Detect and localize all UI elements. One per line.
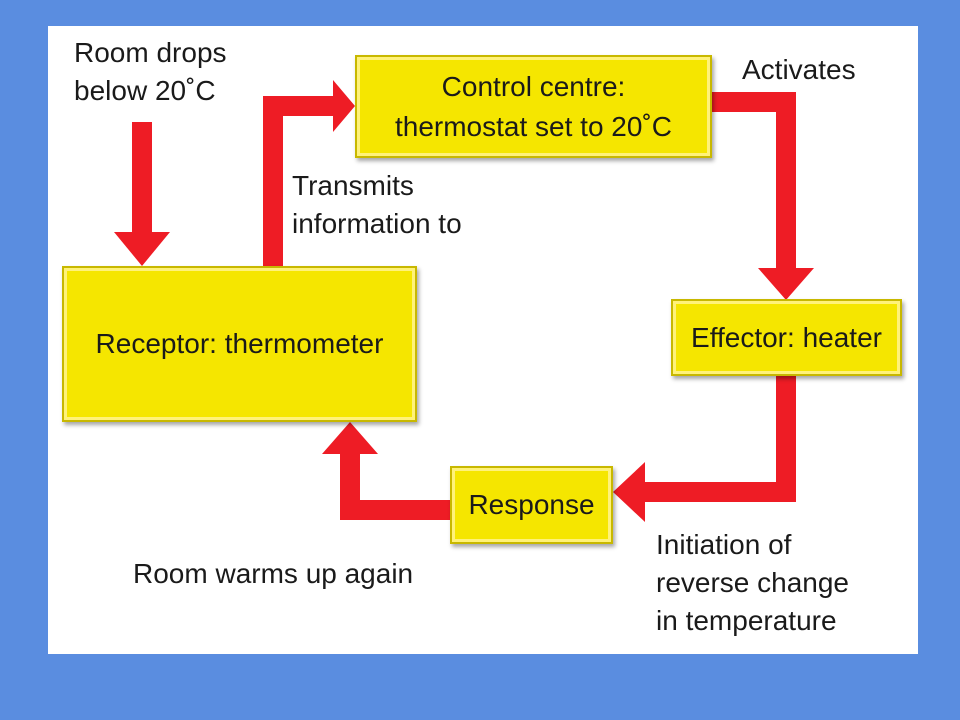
start-label: Room drops below 20˚C [74,34,227,110]
arrow-control-centre-to-effector [712,92,814,300]
warms-label: Room warms up again [133,558,414,589]
arrow-effector-to-response [613,374,796,522]
activates-label: Activates [742,54,856,85]
initiation-label-line-3: in temperature [656,605,837,637]
effector-label: Effector: heater [691,321,882,353]
transmits-label-line-2: information to [292,208,462,240]
effector-box: Effector: heater [671,299,902,376]
transmits-label-line-1: Transmits [292,170,414,201]
control-centre-line-2: thermostat set to 20˚C [394,110,672,142]
arrow-receptor-to-control-centre [263,80,355,268]
start-label-line-1: Room drops [74,37,227,68]
initiation-label: Initiation of reverse change in temperat… [656,526,849,640]
initiation-label-line-2: reverse change [656,567,850,599]
initiation-label-line-1: Initiation of [656,529,792,560]
arrow-response-to-receptor [322,422,450,520]
receptor-box: Receptor: thermometer [62,266,417,422]
control-centre-box: Control centre: thermostat set to 20˚C [355,55,712,158]
response-box: Response [450,466,613,544]
control-centre-line-1: Control centre: [441,71,626,103]
response-label: Response [468,489,595,521]
arrow-room-drops-to-receptor [114,122,170,266]
transmits-label: Transmits information to [292,167,462,243]
receptor-label: Receptor: thermometer [95,328,384,360]
start-label-line-2: below 20˚C [74,75,216,107]
